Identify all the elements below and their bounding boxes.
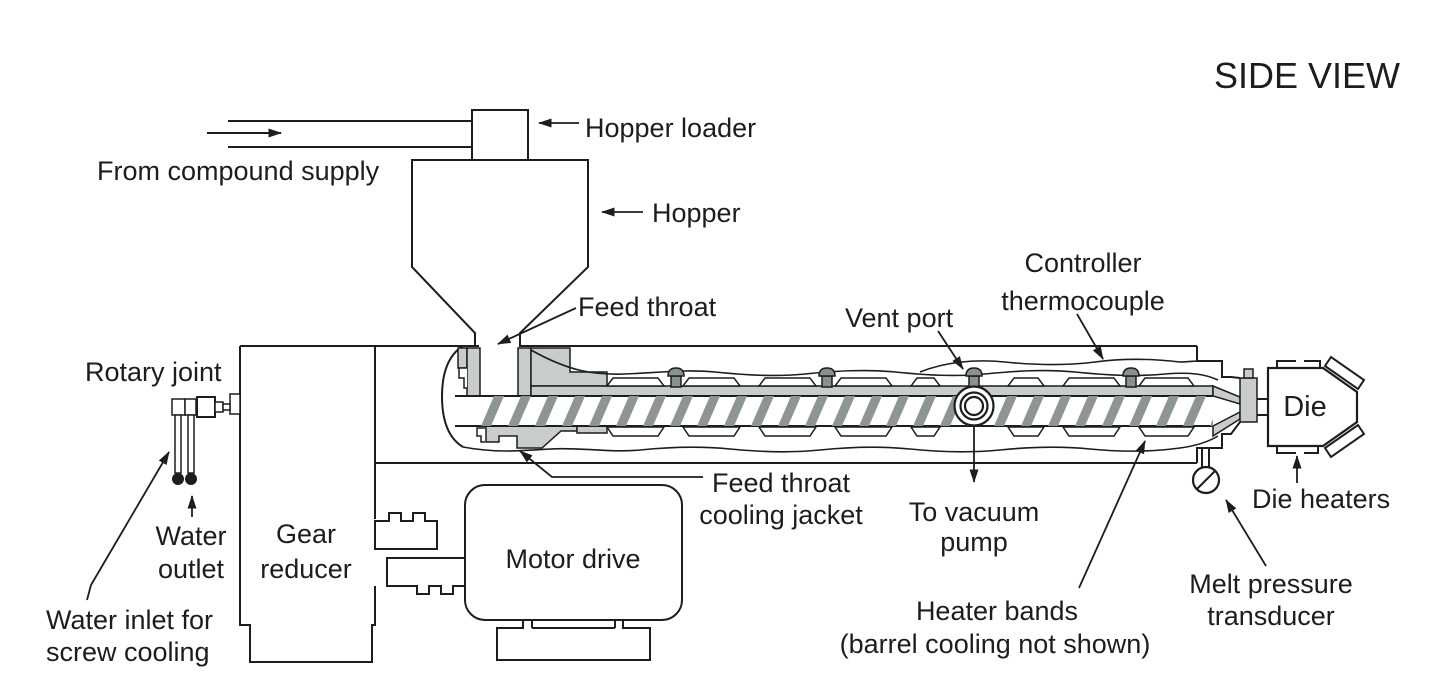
motor-pedestal <box>496 620 651 661</box>
label-water-outlet-2: outlet <box>158 554 225 584</box>
water-tube-2 <box>187 414 195 474</box>
label-die: Die <box>1283 391 1327 423</box>
rotary-joint-stub <box>222 403 231 411</box>
heater-bands-top <box>605 377 1196 387</box>
label-water-outlet-1: Water <box>155 521 226 551</box>
label-melt-pressure-1: Melt pressure <box>1189 569 1353 599</box>
water-tube-1 <box>174 414 182 474</box>
label-rotary-joint: Rotary joint <box>85 357 222 387</box>
feed-throat-arrow <box>497 307 577 345</box>
nozzle-wall-bottom <box>1212 410 1241 438</box>
vent-port-rings <box>953 385 995 427</box>
feed-throat-wall-right <box>517 347 532 397</box>
gear-reducer-box <box>239 346 376 663</box>
nozzle-step-top <box>1196 346 1241 379</box>
die-heater-bottom <box>1276 445 1319 454</box>
feed-throat-wall-left <box>466 347 481 397</box>
insulation-wavy-bottom <box>462 435 1219 453</box>
rotary-cap-2 <box>184 398 197 416</box>
label-water-inlet-2: screw cooling <box>46 637 210 667</box>
water-inlet-arrow <box>86 451 170 601</box>
feed-throat-cooling-jacket-shape <box>485 425 578 449</box>
label-controller-2: thermocouple <box>1001 286 1165 316</box>
insulation-wavy-top-2 <box>919 358 1198 373</box>
label-heater-bands-1: Heater bands <box>916 596 1078 626</box>
label-die-heaters: Die heaters <box>1252 484 1390 514</box>
rotary-joint-neck <box>214 401 224 413</box>
label-cooling-jacket-1: Feed throat <box>712 468 851 498</box>
label-motor-drive: Motor drive <box>505 544 640 574</box>
transducer-needle <box>1196 470 1216 490</box>
screw-flights <box>480 396 1213 426</box>
label-to-vacuum-1: To vacuum <box>909 497 1040 527</box>
melt-pressure-arrow <box>1225 499 1267 567</box>
label-hopper-loader: Hopper loader <box>585 113 756 143</box>
die-body <box>1266 366 1359 448</box>
barrel-wall <box>530 385 1214 397</box>
label-to-vacuum-2: pump <box>940 527 1008 557</box>
cap-gray-block <box>457 347 468 369</box>
label-from-compound-supply: From compound supply <box>97 156 380 186</box>
cooling-jacket-arrow <box>519 450 703 478</box>
nozzle-step-bottom <box>1196 421 1241 463</box>
label-water-inlet-1: Water inlet for <box>46 605 213 635</box>
label-cooling-jacket-2: cooling jacket <box>699 500 863 530</box>
insulation-wavy-top <box>530 349 1219 381</box>
coupling-lower <box>386 557 466 595</box>
die-adapter-cap <box>1243 368 1254 379</box>
die-heater-top <box>1276 360 1321 369</box>
cap-step-notch-top <box>458 367 467 389</box>
label-hopper: Hopper <box>652 198 741 228</box>
rotary-joint-body <box>196 396 216 418</box>
rotary-joint-socket <box>229 393 241 415</box>
label-vent-port: Vent port <box>845 303 954 333</box>
label-gear-reducer-2: reducer <box>260 554 352 584</box>
label-controller-1: Controller <box>1024 248 1141 278</box>
vent-port-arrow <box>937 330 964 370</box>
hopper-loader-box <box>471 109 529 161</box>
die-heater-upper-pad <box>1323 355 1366 391</box>
coupling-upper <box>374 512 438 550</box>
motor-drive-body <box>464 484 683 621</box>
die-adapter <box>1239 377 1258 423</box>
water-outlet-port-1 <box>172 473 184 485</box>
thermocouple-pins <box>667 367 1140 388</box>
heater-bands-bottom <box>605 426 1196 437</box>
cap-step-notch-bottom <box>476 427 485 443</box>
label-heater-bands-2: (barrel cooling not shown) <box>840 629 1151 659</box>
jacket-step <box>576 425 608 434</box>
hopper-body <box>411 159 589 347</box>
water-outlet-port-2 <box>185 473 197 485</box>
controller-thermocouple-arrow <box>1076 313 1104 360</box>
die-heater-lower-pad <box>1323 423 1366 459</box>
nozzle-wall-top <box>1212 384 1241 406</box>
page-title: SIDE VIEW <box>1214 55 1400 96</box>
heater-bands-arrow <box>1078 440 1146 589</box>
label-gear-reducer-1: Gear <box>276 519 336 549</box>
label-melt-pressure-2: transducer <box>1207 601 1335 631</box>
barrel-end-cap <box>440 345 464 448</box>
label-feed-throat: Feed throat <box>578 292 717 322</box>
rotary-cap-1 <box>171 398 186 416</box>
